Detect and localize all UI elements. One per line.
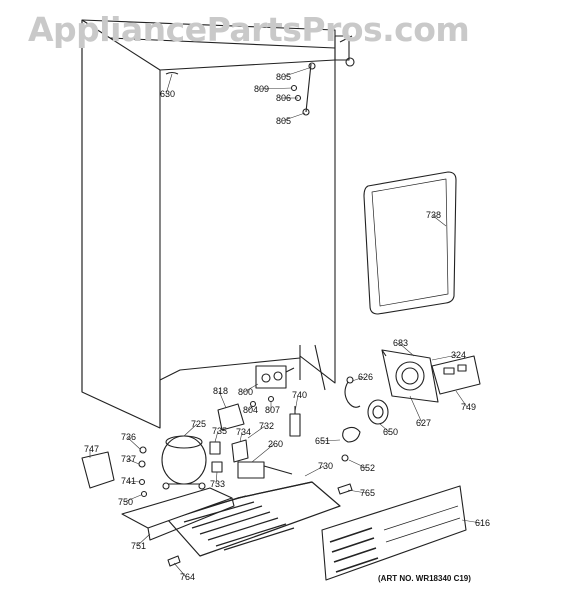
leader-line [347,489,367,494]
leader-line [247,425,266,439]
leader-line [398,342,415,357]
valve-drawing [255,365,295,389]
part-label-805[interactable]: 805 [276,116,291,126]
part-label-765[interactable]: 765 [360,488,375,498]
part-label-747[interactable]: 747 [84,444,99,454]
part-label-734[interactable]: 734 [236,427,251,437]
part-label-652[interactable]: 652 [360,463,375,473]
leader-line [351,376,365,382]
part-label-735[interactable]: 735 [212,426,227,436]
leader-line [431,214,447,227]
cabinet-drawing [81,19,336,429]
leader-line [136,533,151,547]
part-label-805[interactable]: 805 [276,72,291,82]
part-labels: 630 805 809 806 805 738 683 324 626 749 627 650 651 6… [84,67,490,582]
leader-line [218,390,227,409]
control-board-drawing [431,355,481,395]
leader-line [126,436,141,450]
leader-line [348,459,367,469]
part-label-809[interactable]: 809 [254,84,269,94]
part-label-725[interactable]: 725 [191,419,206,429]
leader-line [304,465,325,477]
leader-line [251,443,275,463]
part-label-650[interactable]: 650 [383,427,398,437]
part-label-800[interactable]: 800 [238,387,253,397]
part-label-616[interactable]: 616 [475,518,490,528]
leader-line [431,354,458,361]
part-label-733[interactable]: 733 [210,479,225,489]
part-label-749[interactable]: 749 [461,402,476,412]
leader-line [165,73,173,95]
terminal-cover-drawing [81,451,115,489]
leader-line [294,394,299,413]
leader-line [173,562,187,578]
clip-drawing [337,483,353,495]
drain-pan-drawing [121,487,235,541]
leader-line [281,67,310,78]
part-label-818[interactable]: 818 [213,386,228,396]
fan-blade-drawing [341,426,361,462]
part-label-736[interactable]: 736 [121,432,136,442]
access-grille-drawing [321,485,467,581]
fan-shroud-drawing [381,349,439,403]
tube-assembly-drawing [290,62,316,116]
part-label-630[interactable]: 630 [160,89,175,99]
part-label-683[interactable]: 683 [393,338,408,348]
leader-line [123,494,142,503]
part-label-751[interactable]: 751 [131,541,146,551]
fan-motor-drawing [367,399,389,425]
gasket-drawing [363,171,457,315]
leader-line [243,383,259,393]
leader-line [183,423,198,437]
top-hinge-drawing [334,35,355,67]
leader-line [409,395,423,424]
compressor-drawing [161,435,207,490]
leader-line [248,405,254,411]
leader-line [126,458,140,465]
part-label-730[interactable]: 730 [318,461,333,471]
wire-harness-drawing [344,376,361,408]
part-label-732[interactable]: 732 [259,421,274,431]
leader-line [281,112,306,122]
part-label-651[interactable]: 651 [315,436,330,446]
leader-line [239,431,243,443]
part-label-740[interactable]: 740 [292,390,307,400]
part-label-741[interactable]: 741 [121,476,136,486]
leader-line [126,480,141,483]
part-label-737[interactable]: 737 [121,454,136,464]
part-label-738[interactable]: 738 [426,210,441,220]
part-label-627[interactable]: 627 [416,418,431,428]
grommets-drawing [138,446,148,498]
part-label-764[interactable]: 764 [180,572,195,582]
part-label-750[interactable]: 750 [118,497,133,507]
part-label-626[interactable]: 626 [358,372,373,382]
leader-line [214,430,219,443]
screws-drawing [249,395,275,408]
relay-overload-drawing [209,439,293,479]
art-number: (ART NO. WR18340 C19) [378,574,471,583]
clip-small-drawing [167,555,181,567]
part-label-806[interactable]: 806 [276,93,291,103]
part-label-807[interactable]: 807 [265,405,280,415]
part-label-324[interactable]: 324 [451,350,466,360]
leader-line [320,439,341,442]
leader-line [455,390,468,408]
part-label-260[interactable]: 260 [268,439,283,449]
leader-line [215,471,218,485]
part-label-804[interactable]: 804 [243,405,258,415]
leader-line [461,519,482,524]
defrost-heater-part-drawing [289,406,301,437]
bracket-drawing [217,403,245,431]
leader-line [379,423,390,433]
leader-line [259,87,293,90]
